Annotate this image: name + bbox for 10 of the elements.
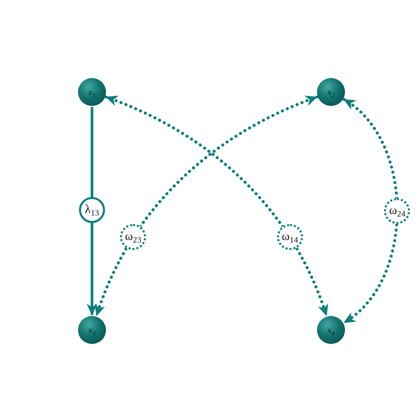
edge-label: ω$_{14}$ [276, 224, 303, 250]
arrow [86, 107, 98, 316]
edge-label: λ$_{13}$ [79, 197, 105, 224]
edge-label: ω$_{24}$ [384, 198, 410, 224]
sphere-node: x$_{3}$ [78, 316, 106, 344]
edge-label: ω$_{23}$ [120, 224, 146, 250]
arrow [342, 98, 399, 324]
sphere-node: x$_{1}$ [78, 78, 106, 106]
sphere-node: x$_{2}$ [317, 78, 345, 106]
sphere-node: x$_{4}$ [317, 316, 345, 344]
